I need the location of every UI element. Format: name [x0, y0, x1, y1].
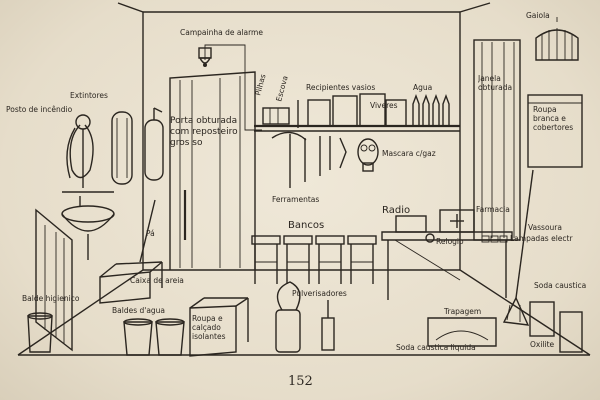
clothing-box — [189, 297, 249, 357]
radio-icon — [395, 215, 427, 233]
label-caustic-soda-liquid: Soda caustica liquida — [396, 343, 476, 352]
label-water: Agua — [413, 83, 432, 92]
clock-icon — [425, 233, 435, 243]
label-door: Porta obturada com reposteiro gros so — [170, 116, 238, 148]
page-number: 152 — [288, 374, 313, 389]
label-hygienic-bucket: Balde higienico — [22, 294, 80, 303]
benches — [251, 235, 377, 284]
label-provisions: Viveres — [370, 101, 398, 110]
hygienic-bucket — [27, 312, 53, 353]
gas-mask-icon — [357, 138, 379, 172]
batteries-and-brush — [262, 100, 299, 128]
label-empty-containers: Recipientes vasios — [306, 83, 375, 92]
water-buckets — [123, 318, 185, 356]
tools — [271, 131, 347, 188]
broom-icon — [502, 169, 534, 326]
label-fire-hydrant: Posto de incêndio — [6, 105, 73, 114]
extinguishers — [111, 107, 164, 185]
label-sand-box: Caixa de areia — [130, 276, 184, 285]
label-brush: Escova — [274, 75, 290, 103]
sand-box — [99, 199, 163, 304]
room-frame — [17, 2, 591, 356]
table — [381, 209, 513, 300]
label-clothes-shoes: Roupa e calçado isolantes — [192, 314, 225, 341]
fire-hydrant — [66, 114, 94, 188]
bird-cage-icon — [535, 17, 579, 61]
washbasin — [61, 191, 115, 260]
label-white-clothes: Roupa branca e cobertores — [533, 105, 573, 132]
label-clock: Relogio — [436, 237, 464, 246]
label-extinguishers: Extintores — [70, 91, 108, 100]
label-benches: Bancos — [288, 220, 324, 231]
door — [169, 71, 256, 270]
label-window: Janela obturada — [478, 74, 512, 92]
alarm-bell — [198, 44, 262, 131]
label-water-buckets: Baldes d'agua — [112, 306, 165, 315]
label-caustic-soda: Soda caustica — [534, 281, 586, 290]
sprayers — [275, 281, 335, 353]
label-broom: Vassoura — [528, 223, 562, 232]
rags-box — [427, 317, 497, 347]
label-alarm-bell: Campainha de alarme — [180, 28, 263, 37]
pharmacy-kit-icon — [439, 209, 475, 233]
shelf — [254, 93, 460, 132]
label-gas-mask: Mascara c/gaz — [382, 149, 436, 158]
label-pharmacy: Farmacia — [476, 205, 510, 214]
shovel-icon — [139, 199, 156, 263]
label-rags: Trapagem — [443, 307, 481, 316]
clothes-cabinet — [527, 94, 583, 168]
label-shovel: Pá — [146, 229, 155, 238]
label-oxilite: Oxilite — [530, 340, 555, 349]
caustic-soda-containers — [529, 301, 583, 353]
label-radio: Radio — [382, 205, 410, 216]
label-lamps: Lampadas electr — [510, 234, 573, 243]
label-sprayers: Pulverisadores — [292, 289, 347, 298]
hanging-cloth — [35, 208, 73, 352]
label-tools: Ferramentas — [272, 195, 319, 204]
label-cage: Gaiola — [526, 11, 550, 20]
